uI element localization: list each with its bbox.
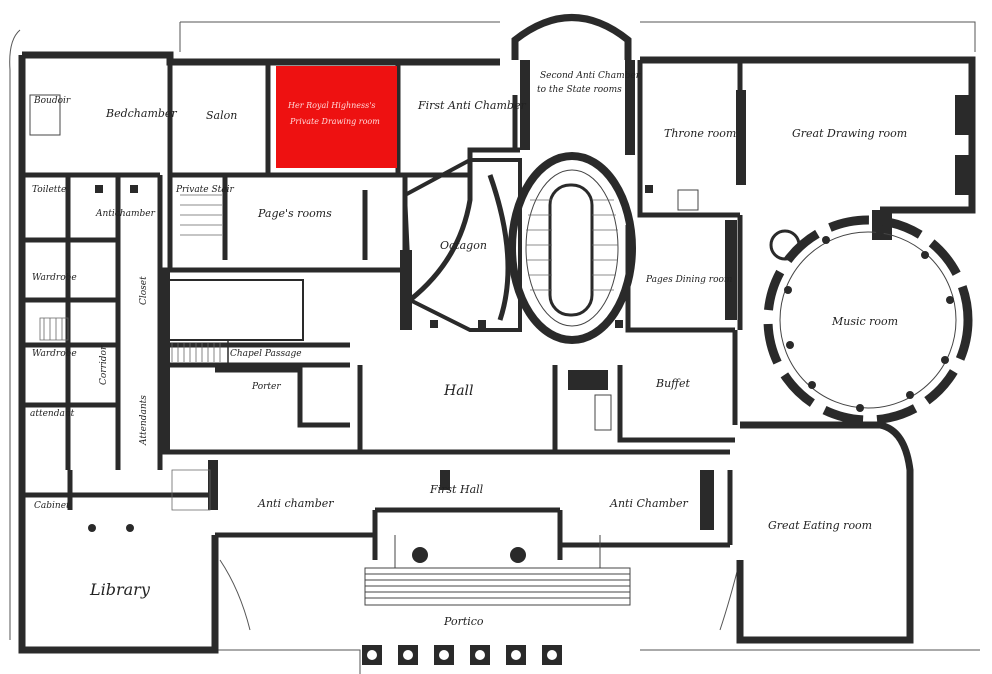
apse-second-anti-chamber: [511, 14, 632, 60]
outer-walls: [18, 51, 976, 654]
music-room-walls: [763, 215, 973, 425]
service-stairs: [39, 194, 304, 511]
portico-columns: [362, 645, 562, 665]
masonry: [160, 60, 972, 530]
grand-staircase: [508, 152, 636, 344]
octagon-hall: [402, 158, 522, 332]
column-bases: [88, 185, 653, 563]
highlighted-room: [276, 66, 397, 168]
front-steps: [364, 535, 631, 606]
fixtures: [29, 94, 699, 431]
